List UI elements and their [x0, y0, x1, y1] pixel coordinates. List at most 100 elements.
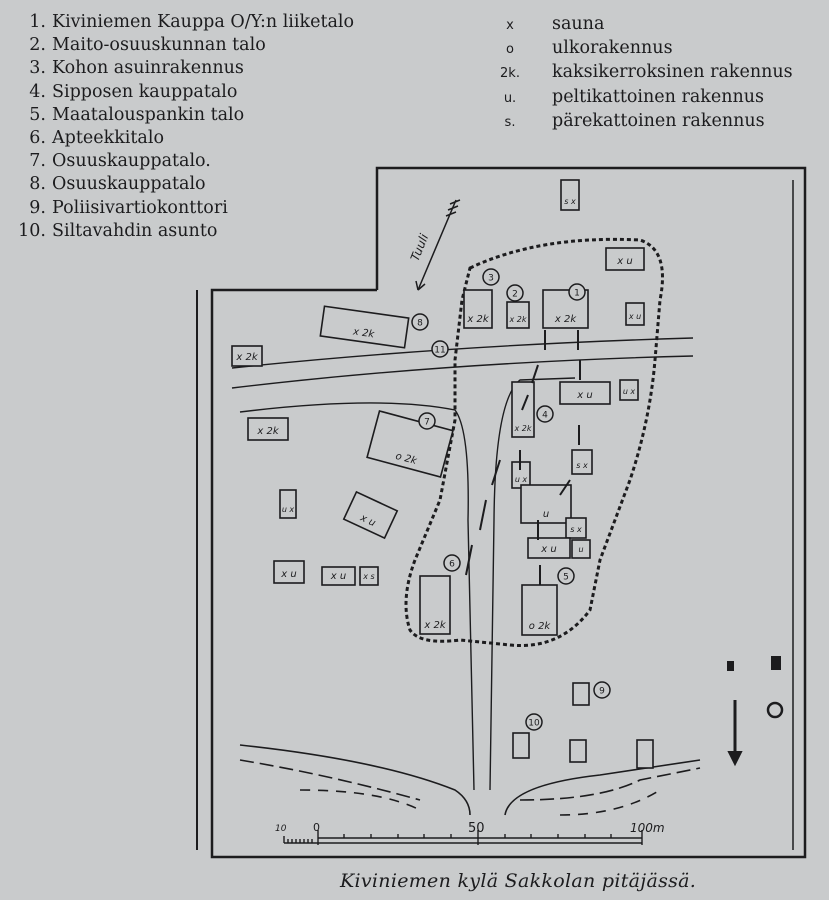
building-mark: x 2k: [466, 314, 489, 325]
legend-label: Kohon asuinrakennus: [52, 58, 244, 79]
building-mark: s x: [576, 461, 588, 470]
building-mark: x u: [540, 544, 556, 555]
scale-label-0: 0: [313, 821, 320, 834]
building: x 2k: [506, 301, 530, 329]
building-mark: u x: [623, 387, 636, 396]
building: x 2k: [231, 345, 263, 367]
legend-label: Poliisivartiokonttori: [52, 197, 228, 218]
legend-item: 3. Kohon asuinrakennus: [8, 57, 354, 80]
number-label: 11: [434, 346, 445, 356]
building-mark: x u: [616, 256, 632, 267]
building-mark: x u: [280, 569, 296, 580]
building: s x: [571, 449, 593, 475]
legend-label: Osuuskauppatalo: [52, 174, 206, 195]
building-number-11: 11: [431, 340, 449, 358]
building: s x: [565, 517, 587, 539]
building-number-10: 10: [525, 713, 543, 731]
legend-symbol: u.: [503, 90, 517, 106]
building-mark: x 2k: [256, 426, 279, 437]
legend-number: 9.: [29, 197, 46, 218]
legend-number: 7.: [29, 151, 46, 172]
number-label: 3: [488, 274, 494, 284]
building: x u: [625, 302, 645, 326]
building: o 2k: [366, 410, 454, 478]
building: x 2k: [247, 417, 289, 441]
legend-label: Kiviniemen Kauppa O/Y:n liiketalo: [52, 12, 355, 32]
buildings: s x x u x 2k x 2k x 2k x u x 2k x 2k x u u x x 2k x…: [231, 179, 654, 769]
building-mark: o 2k: [529, 621, 552, 632]
building-mark: x u: [576, 390, 592, 401]
building-number-4: 4: [536, 405, 554, 423]
building-number-9: 9: [593, 681, 611, 699]
building-mark: x 2k: [235, 352, 258, 363]
legend-label: Apteekkitalo: [52, 128, 164, 149]
building-number-8: 8: [411, 313, 429, 331]
building-number-2: 2: [506, 284, 524, 302]
building-mark: x 2k: [423, 620, 446, 631]
number-label: 10: [528, 719, 540, 729]
legend-label: Sipposen kauppatalo: [52, 81, 238, 102]
building: x u: [273, 560, 305, 584]
building-mark: x 2k: [514, 424, 532, 433]
building-mark: s x: [570, 525, 582, 534]
number-label: 9: [599, 687, 605, 697]
legend-item: 7.Osuuskauppatalo.: [8, 150, 354, 173]
number-label: 6: [449, 560, 455, 570]
legend-label: sauna: [552, 14, 605, 34]
building: x u: [342, 490, 399, 540]
village-boundary: [404, 237, 664, 648]
building-number-7: 7: [418, 412, 436, 430]
number-label: 7: [424, 418, 430, 428]
legend-label: pärekattoinen rakennus: [552, 110, 765, 131]
north-arrow-icon: [727, 656, 784, 767]
building: u x: [619, 379, 639, 401]
building-number-5: 5: [557, 567, 575, 585]
legend-label: kaksikerroksinen rakennus: [552, 62, 793, 83]
legend-number: 5.: [29, 104, 46, 125]
legend-item: 4. Sipposen kauppatalo: [8, 81, 354, 104]
legend-number: 4.: [29, 81, 46, 102]
legend-item: 5.Maatalouspankin talo: [8, 104, 354, 127]
building-mark: x 2k: [351, 326, 376, 340]
scale-bar: 10 0 50 100m: [275, 821, 665, 845]
building-mark: s x: [564, 197, 576, 206]
legend-label: ulkorakennus: [552, 38, 673, 59]
building: u x: [279, 489, 297, 519]
building-mark: x u: [330, 571, 346, 582]
scale-label-100: 100m: [630, 821, 665, 835]
building-number-6: 6: [443, 554, 461, 572]
legend-number: 2.: [29, 35, 46, 56]
symbol-legend-item: s. pärekattoinen rakennus: [480, 110, 793, 134]
building: u: [571, 539, 591, 559]
building: o 2k: [521, 584, 558, 636]
wind-arrow-icon: [415, 199, 461, 291]
building: [512, 732, 530, 759]
spread-arrows: [465, 330, 581, 585]
building: x 2k: [419, 575, 451, 635]
building: x u: [321, 566, 356, 586]
building-mark: x 2k: [554, 314, 577, 325]
building-mark: u x: [515, 475, 528, 484]
number-label: 8: [417, 319, 423, 329]
symbol-legend-item: 2k. kaksikerroksinen rakennus: [480, 61, 793, 85]
building: x u: [527, 537, 571, 559]
building-mark: u: [543, 509, 549, 520]
building-mark: u x: [282, 505, 295, 514]
building-mark: x 2k: [509, 315, 527, 324]
number-label: 5: [563, 573, 569, 583]
scale-label-10: 10: [275, 824, 287, 834]
legend-number: 6.: [29, 128, 46, 149]
building: x u: [559, 381, 611, 405]
legend-number: 1.: [29, 12, 46, 32]
legend-symbol: 2k.: [500, 66, 520, 82]
building: [572, 682, 590, 706]
legend-number: 3.: [29, 58, 46, 79]
legend-symbol: s.: [504, 114, 516, 130]
building-number-3: 3: [482, 268, 500, 286]
legend-number: 8.: [29, 174, 46, 195]
legend-label: peltikattoinen rakennus: [552, 86, 765, 107]
building: s x: [560, 179, 580, 211]
